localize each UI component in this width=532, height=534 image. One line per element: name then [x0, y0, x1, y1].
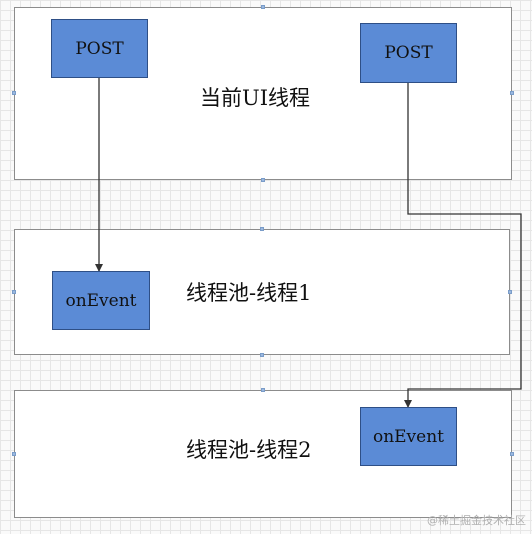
post-left-box[interactable]: POST — [51, 19, 148, 78]
post-to-onevent-2-connector — [404, 83, 522, 408]
lane-ui-thread-label: 当前UI线程 — [200, 86, 310, 110]
onevent-thread-1-box[interactable]: onEvent — [52, 271, 150, 330]
lane-thread-pool-1-handle-bottom[interactable] — [260, 353, 264, 357]
lane-thread-pool-2-label: 线程池-线程2 — [186, 438, 312, 462]
lane-ui-thread-handle-right[interactable] — [510, 91, 514, 95]
onevent-thread-2-box[interactable]: onEvent — [360, 407, 457, 466]
lane-thread-pool-1-label: 线程池-线程1 — [186, 281, 312, 305]
lane-thread-pool-1-handle-top[interactable] — [260, 227, 264, 231]
lane-thread-pool-1-handle-left[interactable] — [12, 290, 16, 294]
lane-thread-pool-2-handle-top[interactable] — [261, 388, 265, 392]
lane-thread-pool-2-handle-left[interactable] — [12, 452, 16, 456]
lane-ui-thread-handle-left[interactable] — [12, 91, 16, 95]
lane-thread-pool-2-handle-right[interactable] — [510, 452, 514, 456]
lane-ui-thread-handle-top[interactable] — [261, 5, 265, 9]
lane-thread-pool-1-handle-right[interactable] — [508, 290, 512, 294]
post-right-box[interactable]: POST — [360, 23, 457, 83]
lane-ui-thread-handle-bottom[interactable] — [261, 178, 265, 182]
watermark-text: @稀土掘金技术社区 — [427, 514, 526, 527]
